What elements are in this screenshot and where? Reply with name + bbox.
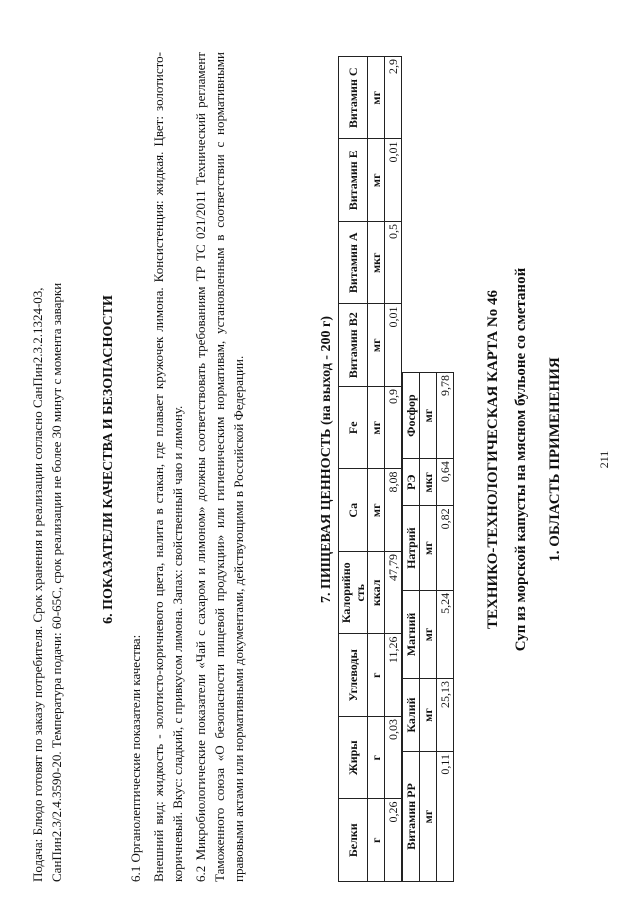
table-header-row: Витамин РР Калий Магний Натрий РЭ Фосфор (402, 372, 420, 882)
table-unit-cell: мг (367, 469, 385, 552)
table-header-cell: Магний (402, 590, 420, 679)
organoleptic-description: Внешний вид: жидкость - золотисто-коричн… (151, 52, 185, 882)
table-value-cell: 11,26 (384, 634, 402, 717)
table-value-cell: 8,08 (384, 469, 402, 552)
nutrition-table-main: Белки Жиры Углеводы Калорийно сть Ca Fe … (338, 56, 402, 882)
table-unit-cell: мг (419, 372, 437, 459)
table-value-cell: 0,01 (384, 139, 402, 222)
scope-section-heading: 1. ОБЛАСТЬ ПРИМЕНЕНИЯ (547, 357, 563, 562)
table-unit-cell: мкг (419, 458, 437, 506)
serving-paragraph: Подача: Блюдо готовят по заказу потребит… (28, 52, 66, 882)
table-unit-cell: мг (367, 56, 385, 139)
table-header-cell: Fe (338, 386, 368, 469)
table-header-cell: Фосфор (402, 372, 420, 459)
table-header-cell: Витамин А (338, 221, 368, 304)
table-unit-cell: мг (419, 751, 437, 882)
table-unit-cell: мкг (367, 221, 385, 304)
organoleptic-intro: 6.1 Органолептические показатели качеств… (128, 634, 143, 882)
serving-line-1: Подача: Блюдо готовят по заказу потребит… (30, 287, 45, 882)
table-value-cell: 0,01 (384, 304, 402, 387)
serving-line-2: СанПин2.3/2.4.3590-20. Температура подач… (49, 282, 64, 882)
nutrition-table-minerals: Витамин РР Калий Магний Натрий РЭ Фосфор… (402, 372, 454, 882)
quality-section-body: 6.1 Органолептические показатели качеств… (126, 52, 252, 882)
table-value-cell: 0,03 (384, 716, 402, 799)
table-value-cell: 25,13 (436, 678, 454, 752)
table-unit-cell: мг (367, 304, 385, 387)
table-header-cell: Калорийно сть (338, 551, 368, 634)
table-value-cell: 2,9 (384, 56, 402, 139)
table-value-cell: 9,78 (436, 372, 454, 459)
table-value-cell: 0,64 (436, 458, 454, 506)
quality-section-heading: 6. ПОКАЗАТЕЛИ КАЧЕСТВА И БЕЗОПАСНОСТИ (101, 295, 116, 624)
table-header-cell: РЭ (402, 458, 420, 506)
table-value-cell: 0,5 (384, 221, 402, 304)
table-header-cell: Витамин В2 (338, 304, 368, 387)
rotated-page-content: Подача: Блюдо готовят по заказу потребит… (22, 37, 622, 882)
table-unit-cell: мг (419, 505, 437, 591)
table-value-cell: 47,79 (384, 551, 402, 634)
table-header-cell: Ca (338, 469, 368, 552)
table-unit-cell: мг (419, 678, 437, 752)
table-unit-cell: г (367, 716, 385, 799)
dish-name: Суп из морской капусты на мясном бульоне… (513, 267, 529, 652)
table-value-cell: 0,11 (436, 751, 454, 882)
table-value-cell: 0,9 (384, 386, 402, 469)
table-header-cell: Калий (402, 678, 420, 752)
table-value-row: 0,11 25,13 5,24 0,82 0,64 9,78 (436, 372, 454, 882)
table-header-cell: Углеводы (338, 634, 368, 717)
table-header-cell: Натрий (402, 505, 420, 591)
nutrition-section-heading: 7. ПИЩЕВАЯ ЦЕННОСТЬ (на выход - 200 г) (319, 316, 334, 603)
tech-card-title: ТЕХНИКО-ТЕХНОЛОГИЧЕСКАЯ КАРТА No 46 (485, 290, 501, 629)
nutrition-tables: Белки Жиры Углеводы Калорийно сть Ca Fe … (338, 56, 454, 882)
table-value-cell: 5,24 (436, 590, 454, 679)
page-number: 211 (597, 450, 611, 469)
table-value-row: 0,26 0,03 11,26 47,79 8,08 0,9 0,01 0,5 … (384, 56, 402, 882)
table-header-cell: Жиры (338, 716, 368, 799)
table-unit-cell: г (367, 799, 385, 882)
table-header-cell: Белки (338, 799, 368, 882)
table-value-cell: 0,26 (384, 799, 402, 882)
table-unit-cell: мг (367, 386, 385, 469)
table-unit-row: г г г ккал мг мг мг мкг мг мг (367, 56, 385, 882)
table-unit-cell: мг (367, 139, 385, 222)
table-header-cell: Витамин РР (402, 751, 420, 882)
table-header-row: Белки Жиры Углеводы Калорийно сть Ca Fe … (338, 56, 368, 882)
table-value-cell: 0,82 (436, 505, 454, 591)
microbiological-description: 6.2 Микробиологические показатели «Чай с… (193, 52, 246, 882)
table-unit-cell: г (367, 634, 385, 717)
table-unit-cell: мг (419, 590, 437, 679)
table-header-cell: Витамин Е (338, 139, 368, 222)
table-unit-cell: ккал (367, 551, 385, 634)
table-header-cell: Витамин С (338, 56, 368, 139)
table-unit-row: мг мг мг мг мкг мг (419, 372, 437, 882)
